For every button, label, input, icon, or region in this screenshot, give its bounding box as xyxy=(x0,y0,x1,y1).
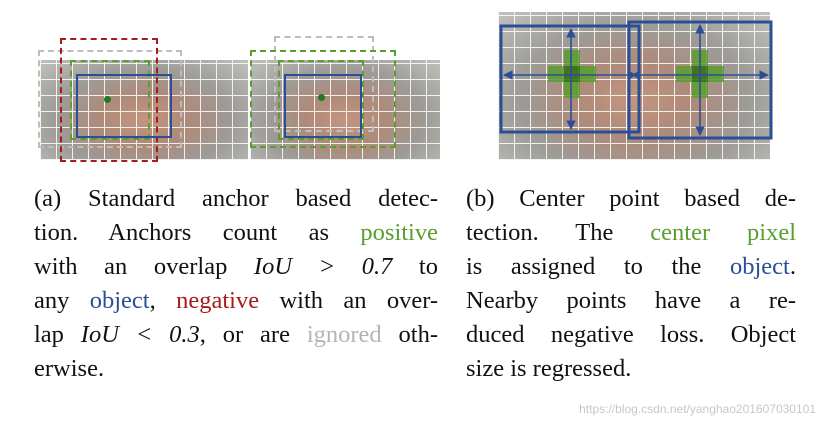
center-pixel-word: center pixel xyxy=(650,219,796,246)
caption-a-line-1: (a) Standard anchor based detec- xyxy=(34,182,438,216)
caption-a-text: tion. Anchors count as xyxy=(34,219,360,246)
watermark: https://blog.csdn.net/yanghao20160703010… xyxy=(579,402,816,416)
caption-a-text: with an overlap xyxy=(34,253,254,280)
caption-b-line-3: is assigned to the object. xyxy=(466,250,796,284)
caption-a-text: any xyxy=(34,287,90,314)
caption-b: (b) Center point based de- tection. The … xyxy=(466,182,796,386)
caption-b-line-5: duced negative loss. Object xyxy=(466,318,796,352)
ignored-word: ignored xyxy=(307,321,382,348)
positive-word: positive xyxy=(360,219,438,246)
caption-a-text: to xyxy=(392,253,438,280)
caption-b-text: tection. The xyxy=(466,219,650,246)
caption-a-line-3: with an overlap IoU > 0.7 to xyxy=(34,250,438,284)
object-word-b: object xyxy=(730,253,790,280)
caption-a-line-2: tion. Anchors count as positive xyxy=(34,216,438,250)
caption-a-text: oth- xyxy=(382,321,438,348)
caption-a-line-6: erwise. xyxy=(34,352,438,386)
caption-b-line-6: size is regressed. xyxy=(466,352,796,386)
object-word: object xyxy=(90,287,150,314)
caption-b-text: . xyxy=(790,253,796,280)
caption-a: (a) Standard anchor based detec- tion. A… xyxy=(34,182,438,386)
iou-threshold-positive: IoU > 0.7 xyxy=(254,253,392,280)
caption-a-line-4: any object, negative with an over- xyxy=(34,284,438,318)
iou-threshold-negative: IoU < 0.3 xyxy=(81,321,200,348)
caption-b-line-1: (b) Center point based de- xyxy=(466,182,796,216)
caption-b-line-2: tection. The center pixel xyxy=(466,216,796,250)
caption-b-line-4: Nearby points have a re- xyxy=(466,284,796,318)
center-pixel-left xyxy=(548,50,596,98)
negative-word: negative xyxy=(176,287,259,314)
caption-a-line-5: lap IoU < 0.3, or are ignored oth- xyxy=(34,318,438,352)
caption-a-text: , xyxy=(150,287,176,314)
caption-a-text: lap xyxy=(34,321,81,348)
caption-a-text: with an over- xyxy=(259,287,438,314)
caption-b-text: is assigned to the xyxy=(466,253,730,280)
caption-a-text: , or are xyxy=(200,321,307,348)
